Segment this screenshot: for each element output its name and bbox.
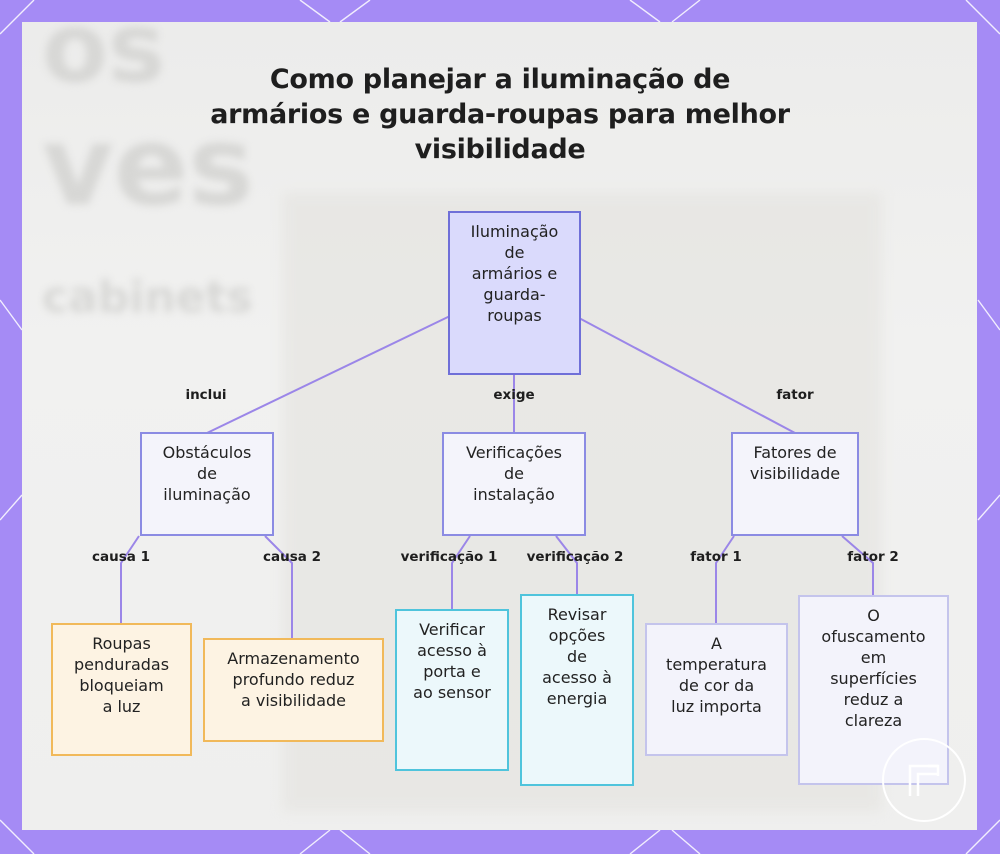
node-power[interactable]: Revisar opções de acesso à energia [520,594,634,786]
diagram-title: Como planejar a iluminação de armários e… [210,64,790,166]
node-temperature[interactable]: A temperatura de cor da luz importa [645,623,788,756]
edge-factors-temperature [715,535,735,623]
edge-label-fator-1: fator 1 [690,549,742,565]
node-root[interactable]: Iluminação de armários e guarda- roupas [448,211,581,375]
edge-obstacles-clothes [120,535,140,624]
edge-label-inclui: inclui [185,387,227,403]
node-obstacles[interactable]: Obstáculos de iluminação [140,432,274,536]
node-checks[interactable]: Verificações de instalação [442,432,586,536]
edge-checks-power [555,535,578,595]
edge-root-obstacles [206,315,451,434]
node-door[interactable]: Verificar acesso à porta e ao sensor [395,609,509,771]
edge-label-causa-1: causa 1 [92,549,150,565]
edge-factors-glare [841,535,874,596]
node-storage[interactable]: Armazenamento profundo reduz a visibilid… [203,638,384,742]
background-text-2: ves [42,102,254,230]
edge-label-verificacao-2: verificação 2 [526,549,624,565]
background-text-1: os [42,22,166,104]
edge-root-factors [578,317,796,434]
edge-label-verificacao-1: verificação 1 [400,549,498,565]
logo-icon [882,738,966,822]
edge-label-fator: fator [776,387,814,403]
node-factors[interactable]: Fatores de visibilidade [731,432,859,536]
edge-checks-door [451,535,471,610]
edge-obstacles-storage [264,535,293,638]
edge-label-exige: exige [493,387,535,403]
edge-label-fator-2: fator 2 [847,549,899,565]
edge-label-causa-2: causa 2 [263,549,321,565]
background-text-3: cabinets [42,272,253,323]
node-clothes[interactable]: Roupas penduradas bloqueiam a luz [51,623,192,756]
